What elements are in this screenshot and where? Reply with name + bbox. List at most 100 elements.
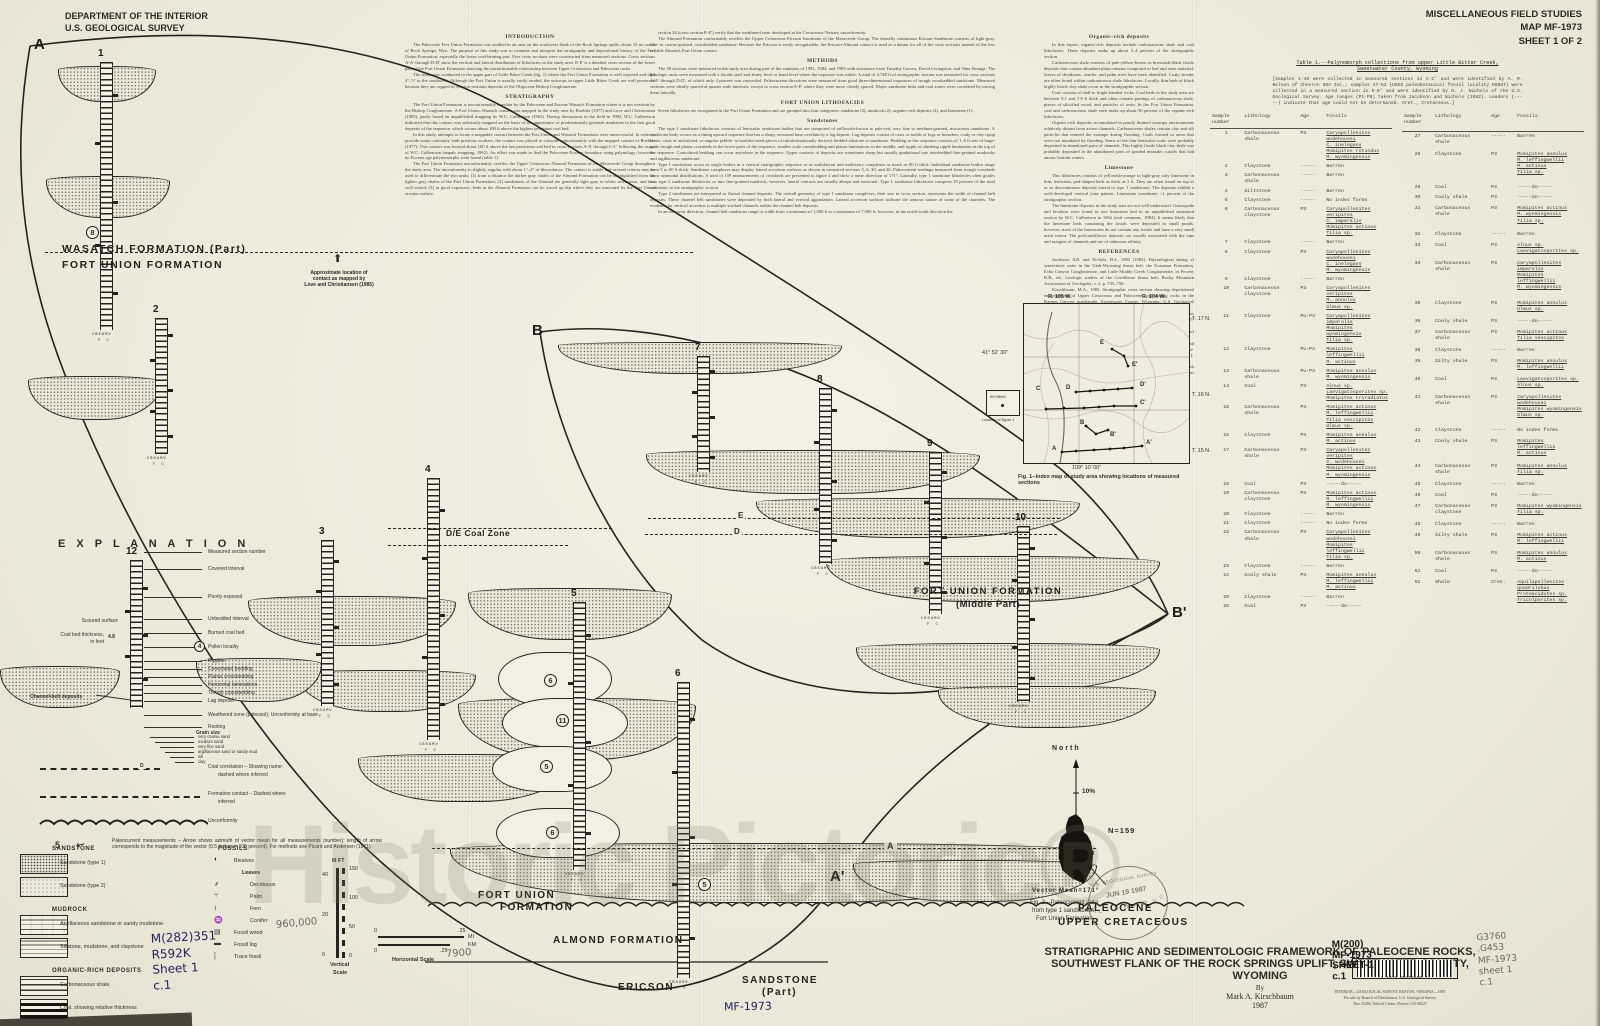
legend-item-label: Siltstone, mudstone, and claystone: [60, 944, 144, 950]
legend-group-heading: SANDSTONE: [52, 846, 95, 852]
coal-bed-tick: [689, 836, 695, 839]
fossil-entry: M. actinus: [1326, 359, 1356, 365]
fold-crease: [468, 0, 472, 1026]
fossil-entry: Tilia sp.: [1517, 218, 1544, 224]
grain-size-axis: CBSAMV: [669, 981, 689, 985]
table-cell: Barren: [1324, 563, 1392, 572]
table-cell: P3: [1491, 551, 1497, 556]
grain-size-axis: F C: [571, 879, 584, 883]
v-scale-ft-tick: 150: [349, 866, 358, 872]
table-cell: P3: [1300, 130, 1307, 136]
fossil-entry: M. annulus: [1326, 298, 1356, 304]
table-cell: Coaly shale: [1435, 438, 1468, 444]
callout-leader: [144, 685, 202, 686]
index-map-box: [1023, 303, 1190, 464]
fossil-entry: Momipites rotundus: [1326, 148, 1380, 154]
pollen-locality-circle: 4: [194, 641, 205, 652]
pencil-7900: 7900: [445, 947, 472, 960]
table-cell: 39: [1414, 358, 1421, 364]
table-cell: 31: [1414, 206, 1421, 212]
table-cell: -----: [1300, 197, 1315, 203]
table-cell: 10: [1223, 286, 1230, 292]
fossil-entry: Tilia sp.: [1326, 338, 1353, 344]
table-cell: Silty shale: [1435, 532, 1468, 538]
fossil-entry: Alnus sp.: [1517, 242, 1544, 248]
h-scale-q: .25: [458, 928, 466, 934]
table-cell: Claystone: [1435, 482, 1462, 488]
table-cell: 12: [1223, 347, 1230, 353]
fossil-entry: Barren: [1326, 564, 1344, 570]
h-scale-label: Horizontal Scale: [392, 957, 434, 963]
table-cell: -----: [1491, 347, 1506, 353]
rose-diagram: [1058, 759, 1107, 886]
paragraph: Carbonaceous shale consists of pale-yell…: [1044, 59, 1194, 89]
coal-bed-tick: [941, 536, 947, 539]
table-cell: Coal: [1435, 569, 1447, 575]
coal-bed-tick: [142, 634, 148, 637]
table-cell: P3: [1300, 432, 1307, 438]
table-cell: P3: [1491, 358, 1497, 364]
fu-bottom-label1: FORT UNION: [478, 890, 556, 901]
table-cell: Claystone: [1435, 300, 1462, 306]
fossil-entry: Alnus sp.: [1326, 383, 1353, 389]
section-number: 2: [153, 304, 159, 315]
coal-bed-tick: [831, 480, 837, 483]
table-cell: 24: [1223, 573, 1230, 579]
table-cell: Barren: [1324, 172, 1392, 187]
fossil-entry: Momipites leffingwellii: [1326, 347, 1365, 359]
fossil-entry: No index forms: [1517, 427, 1559, 433]
coal-bed-tick: [585, 634, 591, 637]
coal-bed-tick: [709, 370, 715, 373]
table-cell: -----: [1300, 240, 1315, 246]
section-letter-b-prime: B': [1172, 604, 1187, 621]
fossil-entry: Caryapollenites veripites: [1326, 206, 1371, 218]
table-cell: Claystone: [1435, 522, 1462, 527]
fig1-inset-state: WYOMING: [990, 395, 1006, 399]
fossil-item-label: Fossil log: [234, 942, 257, 948]
coal-thickness-value: 4.8: [108, 634, 115, 640]
grain-size-axis: CBSAMV: [689, 475, 709, 479]
fossil-entry: Barren: [1326, 594, 1344, 600]
table-cell: Carbonaceous claystone: [1244, 490, 1280, 502]
explanation-callout: Measured section number: [208, 549, 266, 555]
fossil-entry: M. leffingwellii: [1517, 538, 1565, 544]
paragraph: The Almond Formation conformably overlie…: [650, 35, 995, 53]
index-map-section-letter: D': [1140, 382, 1146, 388]
table-cell: -----do-----: [1515, 183, 1584, 194]
section-number: 3: [319, 526, 325, 537]
table-cell: -----: [1491, 231, 1506, 237]
coal-bed-tick: [941, 591, 947, 594]
table-cell: -----do-----: [1324, 602, 1392, 611]
palynomorph-table-block: Table 1.--Palynomorph collections from u…: [1210, 60, 1585, 611]
table-cell: P3: [1491, 569, 1497, 575]
table-cell: Claystone: [1244, 564, 1271, 570]
measured-section-column: [422, 478, 445, 740]
coal-bed-tick: [333, 560, 339, 563]
table-cell: P3: [1300, 490, 1307, 496]
fig1-lat: 41° 52' 30'': [982, 350, 1009, 356]
fossil-entry: M. wyomingensis: [1326, 267, 1371, 273]
fossil-entry: Momipites actinus: [1326, 225, 1377, 231]
explanation-callout-left: Scoured surface: [81, 618, 118, 624]
section-heading: Organic-rich deposits: [1088, 34, 1150, 40]
table-cell: 19: [1223, 490, 1230, 496]
table-cell: P3: [1491, 329, 1497, 335]
table-cell: Carbonaceous shale: [1435, 260, 1471, 272]
table-cell: Carbonaceous shale: [1244, 530, 1280, 542]
table-header: Sample number: [1402, 112, 1434, 133]
fossil-entry: Laevigatosporites sp.: [1517, 248, 1579, 254]
fossil-entry: Momipites wyomingensis: [1517, 503, 1582, 509]
fossil-item-label: Leaves: [242, 870, 261, 876]
coal-bed-tick: [941, 471, 947, 474]
table-cell: Carbonaceous shale: [1435, 464, 1471, 476]
table-cell: 5: [1224, 197, 1228, 203]
grain-size-axis: CBSAMV: [313, 709, 333, 713]
